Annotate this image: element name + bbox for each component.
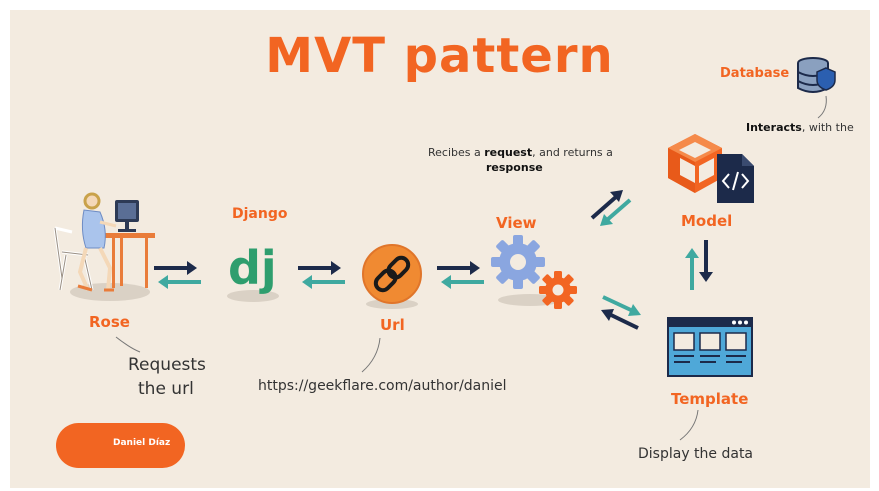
url-caption: https://geekflare.com/author/daniel bbox=[258, 378, 507, 394]
author-badge bbox=[56, 423, 185, 468]
request-response-arrows-2 bbox=[298, 261, 345, 289]
rose-label: Rose bbox=[89, 313, 130, 331]
rose-caption-line1: Requests bbox=[128, 355, 206, 375]
diagram-background bbox=[10, 10, 870, 488]
database-icon bbox=[797, 57, 836, 93]
database-connector bbox=[817, 95, 827, 119]
template-label: Template bbox=[671, 390, 749, 408]
request-response-arrows-1 bbox=[154, 261, 201, 289]
view-note-line2: response bbox=[486, 161, 543, 174]
view-note-line1: Recibes a request, and returns a bbox=[428, 146, 613, 159]
template-caption: Display the data bbox=[638, 446, 754, 462]
request-response-arrows-3 bbox=[437, 261, 484, 289]
django-logo-icon: dj bbox=[227, 241, 279, 302]
view-model-arrows bbox=[590, 190, 632, 226]
view-template-arrows bbox=[601, 295, 641, 330]
view-label: View bbox=[496, 214, 537, 232]
model-template-arrows bbox=[685, 240, 713, 290]
browser-window-icon bbox=[667, 317, 753, 377]
person-at-desk-icon bbox=[53, 192, 155, 301]
database-note: Interacts, with the bbox=[746, 121, 854, 134]
url-caption-connector bbox=[361, 337, 381, 373]
code-file-icon bbox=[717, 154, 754, 203]
django-label: Django bbox=[232, 206, 288, 222]
url-label: Url bbox=[380, 316, 405, 334]
model-label: Model bbox=[681, 212, 733, 230]
gears-icon bbox=[491, 235, 577, 309]
diagram-title: MVT pattern bbox=[265, 28, 614, 84]
author-name: Daniel Díaz bbox=[113, 438, 171, 448]
template-caption-connector bbox=[679, 409, 699, 441]
rose-caption-line2: the url bbox=[138, 379, 194, 399]
cube-icon bbox=[668, 134, 722, 193]
link-icon bbox=[362, 244, 422, 309]
django-logo-text: dj bbox=[228, 241, 277, 295]
rose-caption-connector bbox=[115, 336, 141, 353]
database-label: Database bbox=[720, 66, 790, 81]
